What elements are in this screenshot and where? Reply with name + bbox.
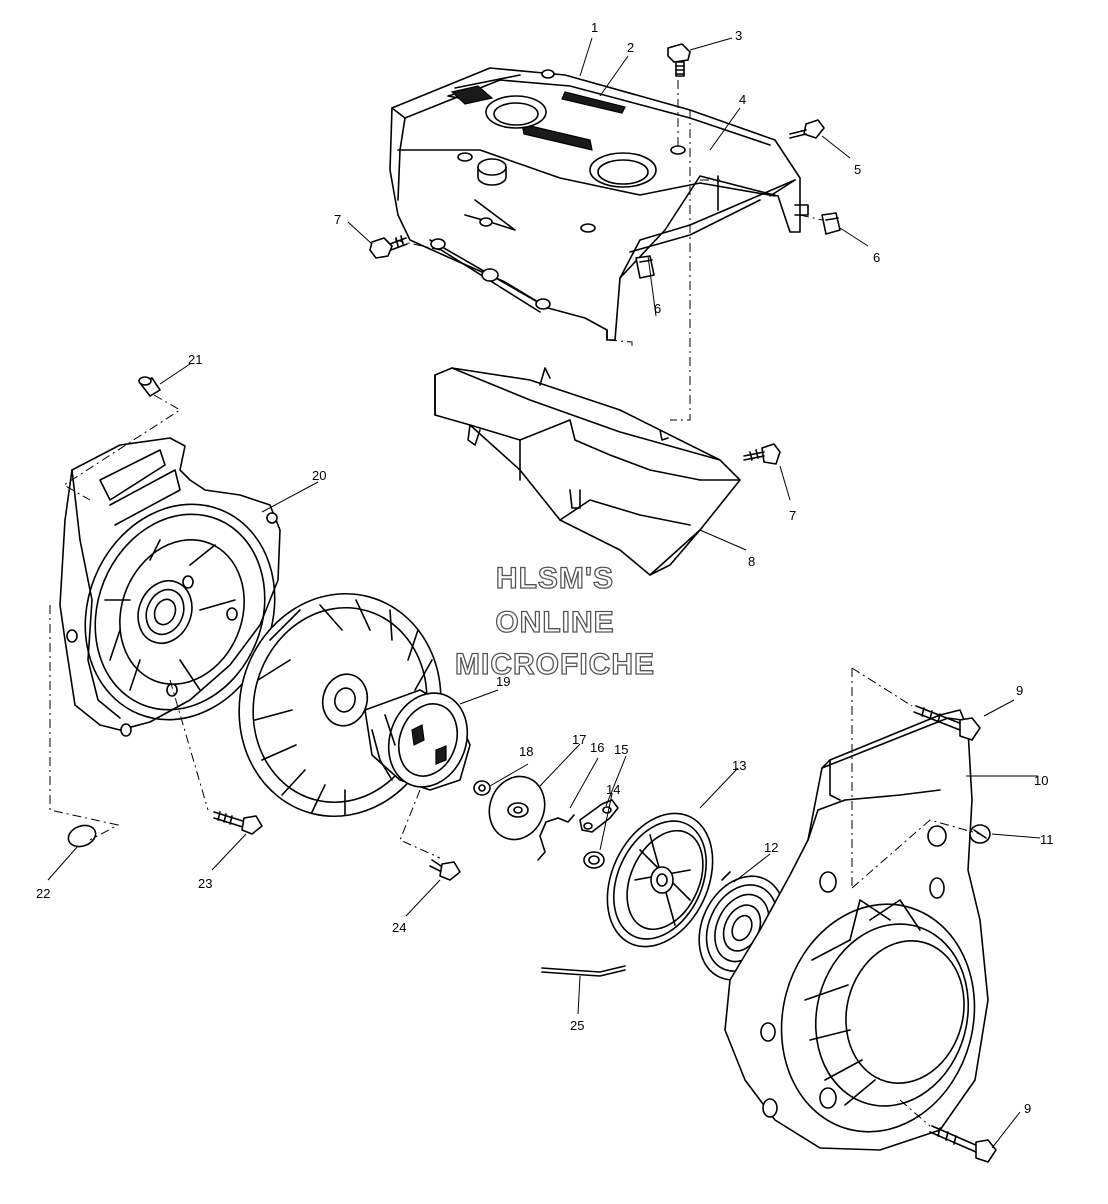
watermark-line-3: MICROFICHE [455,648,655,681]
callout-15: 15 [614,742,628,757]
callout-24: 24 [392,920,406,935]
watermark: HLSM'S ONLINE MICROFICHE [454,561,655,681]
bolt-24 [429,859,461,881]
spring-16 [537,814,575,861]
starter-rope [541,965,626,977]
callout-14: 14 [606,782,620,797]
leader-lines [47,37,1041,1149]
callout-9-upper: 9 [1016,683,1023,698]
callout-10: 10 [1034,773,1048,788]
callout-2: 2 [627,40,634,55]
callout-12: 12 [764,840,778,855]
callout-13: 13 [732,758,746,773]
callout-19: 19 [496,674,510,689]
plate-17 [488,775,546,841]
callout-20: 20 [312,468,326,483]
bolt-9-upper [913,705,981,741]
recoil-housing [724,709,989,1151]
plug-22 [67,824,97,848]
callout-21: 21 [188,352,202,367]
fan-housing-backplate [59,437,281,737]
callout-17: 17 [572,732,586,747]
watermark-line-1: HLSM'S [496,562,614,595]
bolt-5 [789,119,825,139]
bolt-7-lower [743,443,781,465]
callout-22: 22 [36,886,50,901]
bolt-3 [667,43,691,77]
callout-9-lower: 9 [1024,1101,1031,1116]
starter-cup [364,689,471,791]
callout-18: 18 [519,744,533,759]
callout-numbers: 1 2 3 4 5 6 6 7 7 8 9 9 10 11 12 13 14 1… [36,20,1054,1116]
callout-5: 5 [854,162,861,177]
callout-7-upper: 7 [334,212,341,227]
callout-7-lower: 7 [789,508,796,523]
callout-6-lower: 6 [654,301,661,316]
callout-25: 25 [570,1018,584,1033]
clip-lower [635,255,655,279]
callout-11: 11 [1040,832,1054,847]
clip-right [821,212,841,235]
bolt-7-upper [369,235,408,259]
bolt-9-lower [929,1125,997,1163]
bolt-23 [213,811,263,835]
watermark-line-2: ONLINE [495,606,614,639]
sleeve-21 [138,376,161,397]
pawl-15 [579,799,619,833]
ring-14 [583,851,605,869]
callout-16: 16 [590,740,604,755]
callout-8: 8 [748,554,755,569]
callout-23: 23 [198,876,212,891]
callout-1: 1 [591,20,598,35]
fan-shroud-cover [389,67,809,341]
nut-18 [473,780,491,796]
callout-3: 3 [735,28,742,43]
callout-4: 4 [739,92,746,107]
alignment-lines [49,80,981,1127]
air-duct [434,367,741,576]
callout-6-right: 6 [873,250,880,265]
rope-pulley [606,812,714,948]
